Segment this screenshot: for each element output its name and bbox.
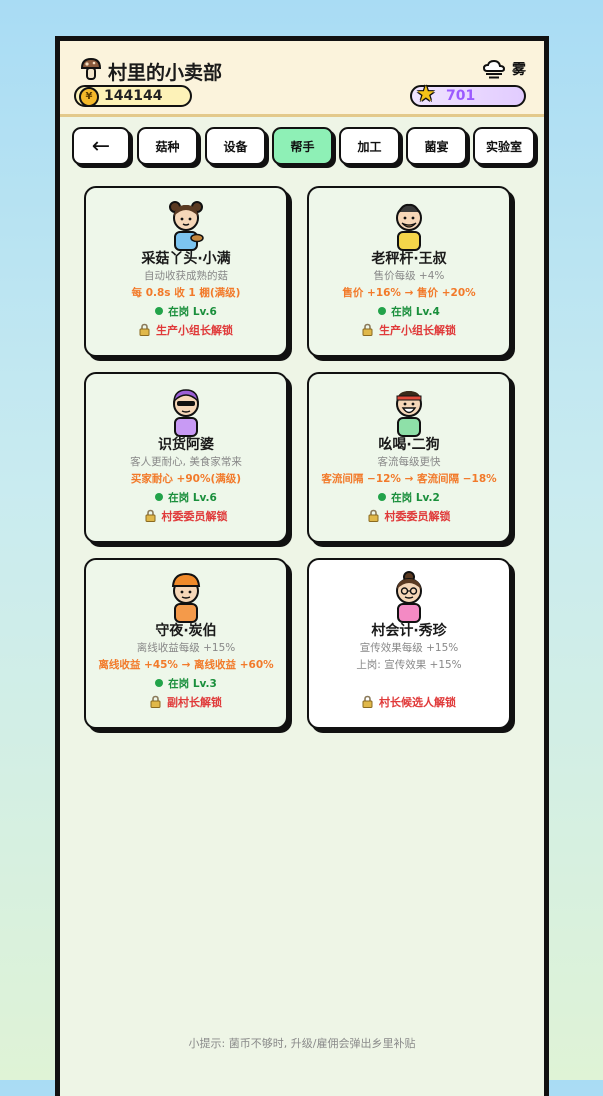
status-dot-icon: [155, 307, 164, 315]
helper-card[interactable]: 守夜·炭伯 离线收益每级 +15% 离线收益 +45% → 离线收益 +60% …: [84, 558, 288, 729]
helper-description: 客流每级更快: [377, 456, 441, 468]
night-watchman-avatar-icon: [171, 572, 201, 623]
helper-description: 自动收获成熟的菇: [144, 270, 228, 282]
helper-card[interactable]: 村会计·秀珍 宣传效果每级 +15% 上岗: 宣传效果 +15% 村长候选人解锁: [307, 558, 511, 729]
helper-effect: 售价 +16% → 售价 +20%: [342, 287, 476, 299]
helper-name: 识货阿婆: [158, 437, 214, 453]
lock-icon: [362, 323, 373, 336]
helper-description: 客人更耐心, 美食家常来: [130, 456, 242, 468]
weather-indicator: 雾: [482, 59, 526, 79]
helper-unlock-requirement: 村委委员解锁: [86, 508, 286, 524]
coin-icon: ¥: [79, 87, 99, 107]
helper-unlock-requirement: 副村长解锁: [86, 694, 286, 710]
helper-card[interactable]: 识货阿婆 客人更耐心, 美食家常来 买家耐心 +90%(满级) 在岗 Lv.6 …: [84, 372, 288, 543]
helper-effect: 上岗: 宣传效果 +15%: [356, 659, 462, 671]
helper-status: 在岗 Lv.2: [309, 490, 509, 505]
helper-name: 采菇丫头·小满: [141, 251, 231, 267]
title-row: 村里的小卖部: [80, 57, 222, 85]
helper-unlock-requirement: 村长候选人解锁: [309, 694, 509, 710]
granny-avatar-icon: [173, 389, 199, 437]
helper-unlock-requirement: 生产小组长解锁: [86, 322, 286, 338]
lock-icon: [362, 695, 373, 708]
helper-status: 在岗 Lv.4: [309, 304, 509, 319]
helper-description: 离线收益每级 +15%: [136, 642, 236, 654]
helper-status: 在岗 Lv.3: [86, 676, 286, 691]
helper-effect: 客流间隔 −12% → 客流间隔 −18%: [321, 473, 497, 485]
helper-name: 老秤杆·王叔: [371, 251, 447, 267]
status-dot-icon: [378, 307, 387, 315]
top-bar: 村里的小卖部 雾 ¥ 144144 ★ 701: [60, 41, 544, 117]
helper-description: 售价每级 +4%: [373, 270, 445, 282]
tab-banquet[interactable]: 菌宴: [406, 127, 467, 165]
status-dot-icon: [155, 679, 164, 687]
helper-card[interactable]: 吆喝·二狗 客流每级更快 客流间隔 −12% → 客流间隔 −18% 在岗 Lv…: [307, 372, 511, 543]
tab-equipment[interactable]: 设备: [205, 127, 266, 165]
mushroom-girl-avatar-icon: [169, 201, 204, 251]
helper-unlock-requirement: 生产小组长解锁: [309, 322, 509, 338]
helper-card[interactable]: 老秤杆·王叔 售价每级 +4% 售价 +16% → 售价 +20% 在岗 Lv.…: [307, 186, 511, 357]
helper-effect: 离线收益 +45% → 离线收益 +60%: [98, 659, 274, 671]
helper-effect: 买家耐心 +90%(满级): [130, 473, 242, 485]
helper-name: 村会计·秀珍: [371, 623, 447, 639]
helper-unlock-requirement: 村委委员解锁: [309, 508, 509, 524]
shouting-boy-avatar-icon: [396, 391, 422, 437]
helper-description: 宣传效果每级 +15%: [359, 642, 459, 654]
helper-status: 在岗 Lv.6: [86, 304, 286, 319]
tab-bar: ← 菇种 设备 帮手 加工 菌宴 实验室: [72, 127, 540, 167]
tip-text: 小提示: 菌币不够时, 升级/雇佣会弹出乡里补贴: [188, 1037, 416, 1050]
status-dot-icon: [378, 493, 387, 501]
back-button[interactable]: ←: [72, 127, 130, 165]
lock-icon: [368, 509, 378, 522]
tab-mushroom-seeds[interactable]: 菇种: [137, 127, 198, 165]
helper-name: 守夜·炭伯: [155, 623, 217, 639]
old-man-scale-avatar-icon: [396, 203, 422, 251]
fog-cloud-icon: [482, 59, 506, 79]
weather-label: 雾: [512, 62, 526, 78]
accountant-avatar-icon: [396, 571, 422, 623]
tab-processing[interactable]: 加工: [339, 127, 400, 165]
status-dot-icon: [155, 493, 164, 501]
lock-icon: [139, 323, 150, 336]
tab-helpers[interactable]: 帮手: [272, 127, 333, 165]
helper-effect: 每 0.8s 收 1 棚(满级): [131, 287, 241, 299]
shop-title: 村里的小卖部: [108, 61, 223, 84]
star-icon: ★: [416, 82, 436, 107]
lock-icon: [145, 509, 155, 522]
star-amount: 701: [446, 88, 476, 104]
coin-amount: 144144: [104, 88, 163, 104]
lock-icon: [150, 695, 161, 708]
game-screen: 村里的小卖部 雾 ¥ 144144 ★ 701 ← 菇种 设备 帮手 加工 菌宴…: [55, 36, 549, 1096]
star-counter: ★ 701: [410, 82, 526, 107]
tab-laboratory[interactable]: 实验室: [473, 127, 535, 165]
helper-card[interactable]: 采菇丫头·小满 自动收获成熟的菇 每 0.8s 收 1 棚(满级) 在岗 Lv.…: [84, 186, 288, 357]
helper-status: 在岗 Lv.6: [86, 490, 286, 505]
helper-name: 吆喝·二狗: [378, 437, 440, 453]
mushroom-icon: [80, 57, 102, 85]
coin-counter: ¥ 144144: [74, 85, 192, 107]
